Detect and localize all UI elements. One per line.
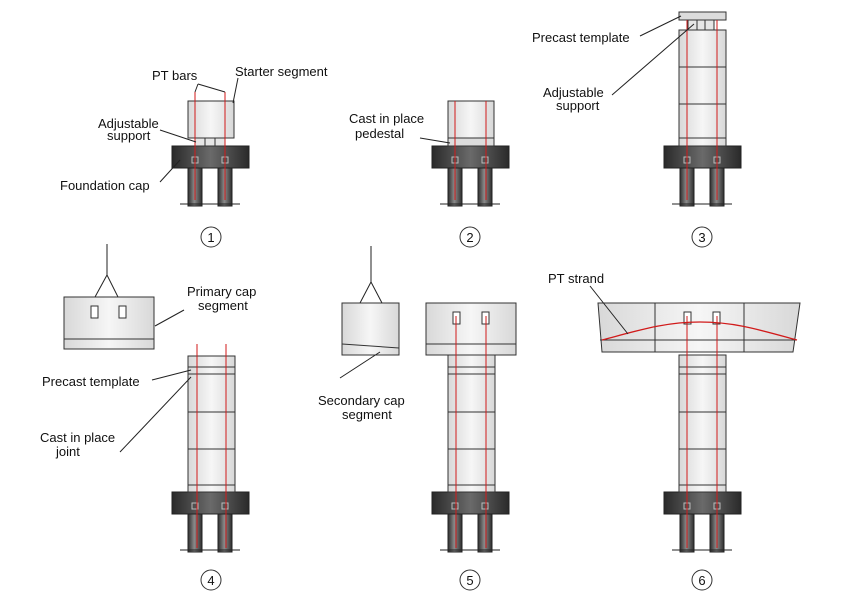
adjustable-support [687, 19, 715, 31]
label-adjustable: Adjustable [98, 116, 159, 131]
label-precast-template: Precast template [532, 30, 630, 45]
pile [187, 513, 203, 553]
step-4-primary-cap [63, 244, 155, 350]
foundation-cap [663, 491, 742, 515]
step-3-foundation [663, 145, 742, 207]
foundation-cap [171, 491, 250, 515]
leader-secondary-cap [339, 351, 381, 379]
foundation-cap [431, 491, 510, 515]
step-4-foundation [171, 491, 250, 553]
pile [477, 513, 493, 553]
step-number: 4 [207, 573, 214, 588]
duct-pocket [118, 305, 127, 319]
step-1-starter-segment [187, 92, 235, 200]
step-2-pedestal [447, 100, 495, 200]
duct-pocket [90, 305, 99, 319]
label-pt-strand: PT strand [548, 271, 604, 286]
step-4-leaders [119, 309, 192, 453]
step-number: 6 [698, 573, 705, 588]
step-number-circle [459, 226, 481, 248]
adjustable-support [194, 137, 226, 147]
step-number: 2 [466, 230, 473, 245]
label-joint: joint [55, 444, 80, 459]
label-primary-cap: Primary cap [187, 284, 256, 299]
step-number: 5 [466, 573, 473, 588]
step-2-foundation [431, 145, 510, 207]
primary-cap-segment [425, 302, 517, 356]
pier-cap [597, 302, 801, 353]
column-segment [447, 354, 496, 493]
step-5-column [425, 302, 517, 548]
step-6-foundation [663, 491, 742, 553]
column-segment [678, 354, 727, 493]
label-precast-template: Precast template [42, 374, 140, 389]
label-adjustable: Adjustable [543, 85, 604, 100]
label-support: support [107, 128, 151, 143]
step-number: 3 [698, 230, 705, 245]
label-pt-bars: PT bars [152, 68, 198, 83]
anchor-pocket [191, 502, 199, 510]
step-number: 1 [207, 230, 214, 245]
lifting-line [370, 281, 383, 304]
secondary-cap-segment [341, 302, 400, 356]
step-number-circle [691, 569, 713, 591]
pt-strand [601, 321, 798, 341]
column-segment [187, 355, 236, 493]
lifting-line [94, 274, 108, 298]
foundation-cap [431, 145, 510, 169]
step-number-circle [459, 569, 481, 591]
step-1-foundation [171, 145, 250, 207]
label-segment: segment [198, 298, 248, 313]
anchor-pocket [221, 502, 229, 510]
column-segment [678, 29, 727, 147]
step-5-secondary-cap [341, 246, 400, 356]
step-number-circle [691, 226, 713, 248]
pile [447, 513, 463, 553]
leader-pt-strand [589, 285, 629, 335]
cast-pedestal [447, 137, 495, 147]
step-6-pier-cap [597, 302, 801, 548]
step-number-circle [200, 569, 222, 591]
step-number-circle [200, 226, 222, 248]
starter-segment [187, 100, 235, 139]
anchor-pocket [481, 156, 489, 164]
label-starter-segment: Starter segment [235, 64, 328, 79]
label-secondary-cap: Secondary cap [318, 393, 405, 408]
pile [217, 513, 233, 553]
precast-template [678, 11, 727, 21]
anchor-pocket [481, 502, 489, 510]
step-6-column [678, 354, 727, 493]
foundation-cap [663, 145, 742, 169]
anchor-pocket [451, 502, 459, 510]
lifting-line [359, 281, 372, 304]
pile [477, 167, 493, 207]
label-segment: segment [342, 407, 392, 422]
foundation-cap [171, 145, 250, 169]
label-foundation-cap: Foundation cap [60, 178, 150, 193]
step-1-leaders [159, 77, 239, 183]
step-5-foundation [431, 491, 510, 553]
step-4-column [187, 344, 236, 548]
primary-cap-segment [63, 296, 155, 350]
label-cast-in-place: Cast in place [40, 430, 115, 445]
step-3-column [678, 11, 727, 200]
lifting-line [106, 274, 119, 298]
label-cast-in-place: Cast in place [349, 111, 424, 126]
label-support: support [556, 98, 600, 113]
step-3-leaders [611, 15, 695, 96]
leader-cast-pedestal [419, 137, 451, 144]
label-pedestal: pedestal [355, 126, 404, 141]
